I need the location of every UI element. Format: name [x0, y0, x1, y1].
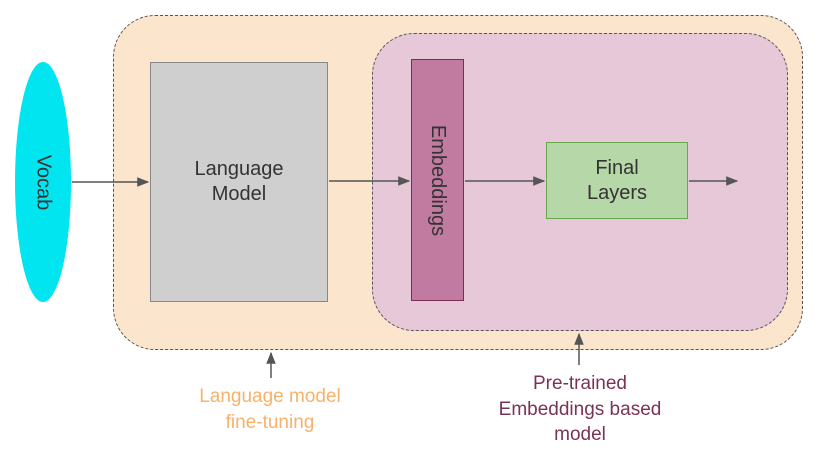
pretrained-label-line1: Pre-trained: [533, 373, 627, 394]
language-model-label-line1: Language: [194, 158, 284, 180]
vocab-node: Vocab: [15, 62, 71, 302]
pretrained-label-line3: model: [554, 424, 606, 446]
finetune-label-line1: Language model: [199, 386, 341, 407]
final-layers-node: Final Layers: [546, 142, 688, 219]
language-model-node: Language Model: [150, 62, 328, 302]
finetune-group-label: Language model fine-tuning: [150, 384, 390, 435]
pretrained-group-label: Pre-trained Embeddings based model: [460, 371, 700, 448]
finetune-label-line2: fine-tuning: [225, 411, 315, 433]
embeddings-node: Embeddings: [411, 59, 464, 301]
final-layers-label-line2: Layers: [586, 181, 648, 204]
language-model-label-line2: Model: [211, 183, 267, 205]
pretrained-label-line2: Embeddings based: [498, 398, 662, 420]
final-layers-label-line1: Final: [595, 156, 639, 179]
